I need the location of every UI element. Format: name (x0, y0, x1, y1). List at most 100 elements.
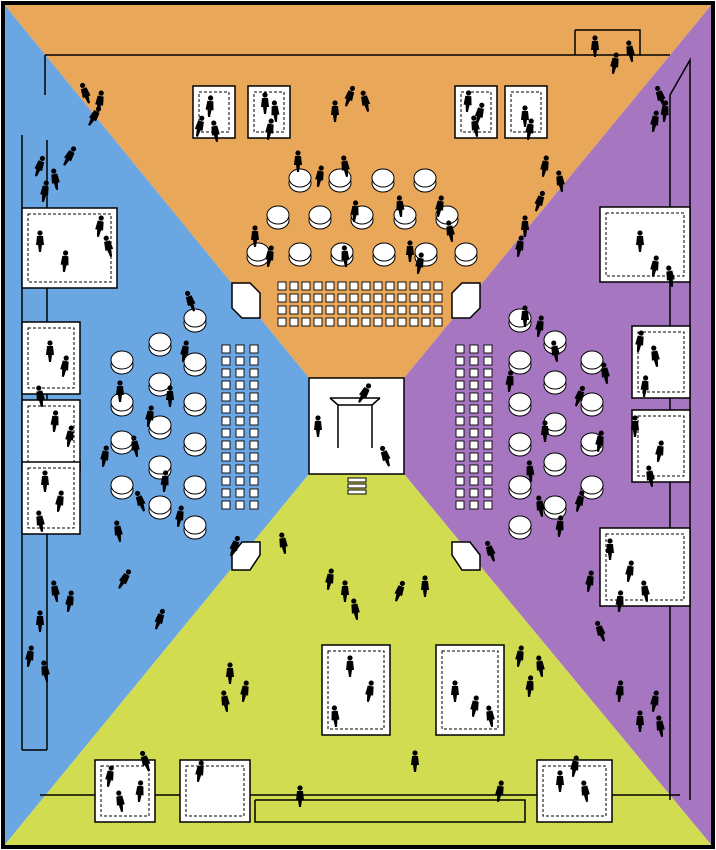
person-silhouette-icon (610, 52, 619, 74)
chair-icon (301, 305, 311, 315)
person-silhouette-icon (103, 235, 114, 257)
chair-icon (249, 476, 259, 486)
chair-icon (349, 305, 359, 315)
chair-icon (385, 317, 395, 327)
stool-icon (148, 415, 172, 440)
person-silhouette-icon (131, 435, 140, 457)
chair-icon (235, 476, 245, 486)
person-silhouette-icon (515, 645, 524, 667)
stool-icon (543, 452, 567, 477)
exhibit-booth-icon (435, 644, 505, 736)
chair-icon (301, 293, 311, 303)
stool-icon (148, 455, 172, 480)
chair-icon (249, 368, 259, 378)
chair-icon (409, 281, 419, 291)
person-silhouette-icon (135, 780, 144, 803)
exhibit-booth-icon (631, 409, 691, 483)
stool-icon (508, 432, 532, 457)
person-silhouette-icon (574, 385, 585, 407)
chair-icon (221, 440, 231, 450)
person-silhouette-icon (350, 200, 359, 223)
chair-icon (313, 281, 323, 291)
person-silhouette-icon (341, 245, 350, 268)
chair-icon (409, 317, 419, 327)
chair-icon (385, 293, 395, 303)
person-silhouette-icon (36, 510, 45, 532)
stool-icon (246, 242, 270, 267)
stool-icon (508, 392, 532, 417)
person-silhouette-icon (279, 532, 288, 554)
exhibit-booth-icon (179, 759, 251, 823)
chair-icon (249, 488, 259, 498)
stool-icon (266, 205, 290, 230)
person-silhouette-icon (615, 680, 624, 703)
stool-icon (371, 168, 395, 193)
chair-icon (277, 317, 287, 327)
chair-icon (289, 305, 299, 315)
chair-icon (421, 305, 431, 315)
chair-icon (373, 305, 383, 315)
person-silhouette-icon (194, 115, 205, 137)
person-silhouette-icon (195, 760, 204, 782)
stool-icon (148, 332, 172, 357)
chair-icon (221, 428, 231, 438)
person-silhouette-icon (380, 445, 391, 467)
person-silhouette-icon (105, 765, 114, 787)
person-silhouette-icon (265, 245, 274, 267)
chair-icon (221, 404, 231, 414)
chair-icon (483, 428, 493, 438)
stool-icon (110, 475, 134, 500)
chair-icon (313, 305, 323, 315)
person-silhouette-icon (631, 415, 639, 437)
person-silhouette-icon (116, 380, 124, 402)
person-silhouette-icon (521, 305, 529, 327)
chair-icon (397, 293, 407, 303)
person-silhouette-icon (140, 750, 151, 772)
person-silhouette-icon (41, 470, 49, 492)
chair-icon (469, 500, 479, 510)
chair-icon (221, 392, 231, 402)
person-silhouette-icon (585, 570, 594, 592)
chair-icon (249, 464, 259, 474)
person-silhouette-icon (446, 220, 455, 242)
person-silhouette-icon (51, 168, 60, 190)
person-silhouette-icon (570, 755, 579, 777)
person-silhouette-icon (515, 235, 524, 257)
person-silhouette-icon (535, 315, 544, 337)
stool-icon (580, 392, 604, 417)
person-silhouette-icon (486, 705, 495, 727)
person-silhouette-icon (36, 610, 44, 632)
person-silhouette-icon (396, 195, 405, 218)
chair-icon (249, 404, 259, 414)
chair-icon (235, 344, 245, 354)
person-silhouette-icon (116, 790, 125, 812)
chair-icon (421, 281, 431, 291)
chair-icon (421, 293, 431, 303)
person-silhouette-icon (100, 445, 109, 467)
person-silhouette-icon (485, 540, 496, 562)
chair-icon (249, 380, 259, 390)
person-silhouette-icon (615, 590, 624, 613)
person-silhouette-icon (229, 535, 240, 557)
person-silhouette-icon (60, 355, 69, 377)
chair-icon (469, 476, 479, 486)
person-silhouette-icon (65, 590, 74, 612)
person-silhouette-icon (471, 115, 480, 137)
chair-icon (469, 488, 479, 498)
person-silhouette-icon (114, 520, 123, 542)
chair-icon (433, 305, 443, 315)
stool-icon (288, 242, 312, 267)
stool-icon (580, 350, 604, 375)
person-silhouette-icon (495, 780, 504, 802)
person-silhouette-icon (551, 340, 560, 362)
person-silhouette-icon (65, 425, 74, 447)
chair-icon (235, 488, 245, 498)
person-silhouette-icon (25, 645, 34, 667)
chair-icon (483, 380, 493, 390)
person-silhouette-icon (175, 505, 184, 527)
stool-icon (110, 392, 134, 417)
people-group (25, 35, 675, 812)
chair-icon (249, 452, 259, 462)
chair-icon (483, 368, 493, 378)
chair-icon (469, 404, 479, 414)
